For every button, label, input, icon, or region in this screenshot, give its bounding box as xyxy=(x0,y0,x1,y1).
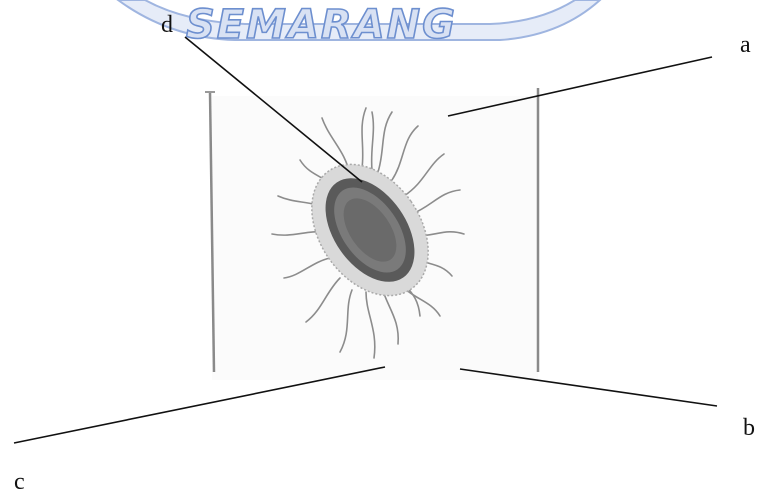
label-b: b xyxy=(743,416,755,440)
leader-line-b xyxy=(460,369,717,406)
label-a: a xyxy=(740,33,751,57)
label-d: d xyxy=(161,13,173,37)
watermark-text: SEMARANG xyxy=(186,2,457,48)
leader-line-c xyxy=(14,367,385,443)
leader-line-a xyxy=(448,57,712,116)
label-c: c xyxy=(14,470,25,494)
